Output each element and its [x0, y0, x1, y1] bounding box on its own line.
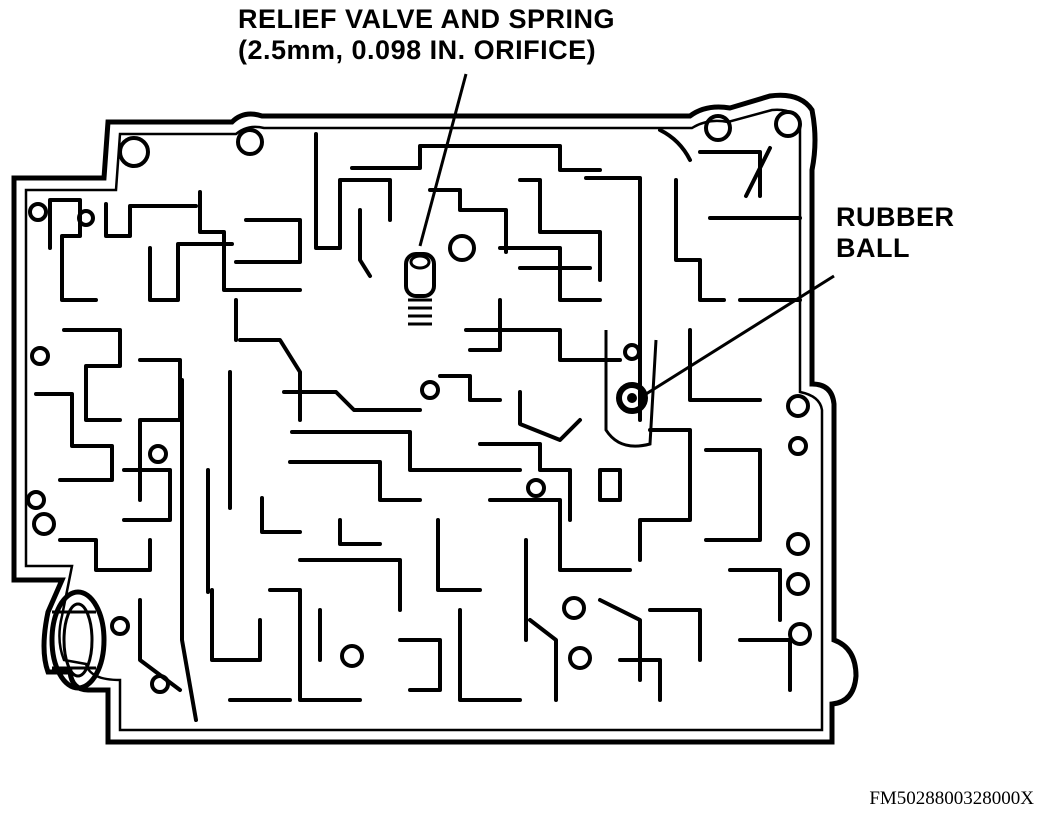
fluid-passages	[34, 128, 802, 722]
rubber-ball-leader	[645, 274, 835, 396]
figure-code: FM5028800328000X	[869, 788, 1034, 809]
rubber-ball-label-line1: RUBBER	[836, 202, 955, 232]
rubber-ball-callout: RUBBER BALL	[836, 202, 955, 264]
relief-valve-label: RELIEF VALVE AND SPRING	[238, 4, 616, 34]
relief-valve-callout: RELIEF VALVE AND SPRING (2.5mm, 0.098 IN…	[238, 4, 615, 66]
rubber-ball-label-line2: BALL	[836, 233, 910, 263]
relief-valve-orifice-label: (2.5mm, 0.098 IN. ORIFICE)	[238, 35, 597, 65]
pump-lobe	[49, 589, 107, 691]
relief-valve-spring	[404, 252, 436, 326]
rubber-ball	[604, 330, 658, 448]
bolt-holes	[26, 110, 812, 694]
plate-outline	[11, 92, 859, 745]
relief-valve-leader	[418, 73, 468, 247]
plate-inner-outline	[24, 108, 824, 732]
